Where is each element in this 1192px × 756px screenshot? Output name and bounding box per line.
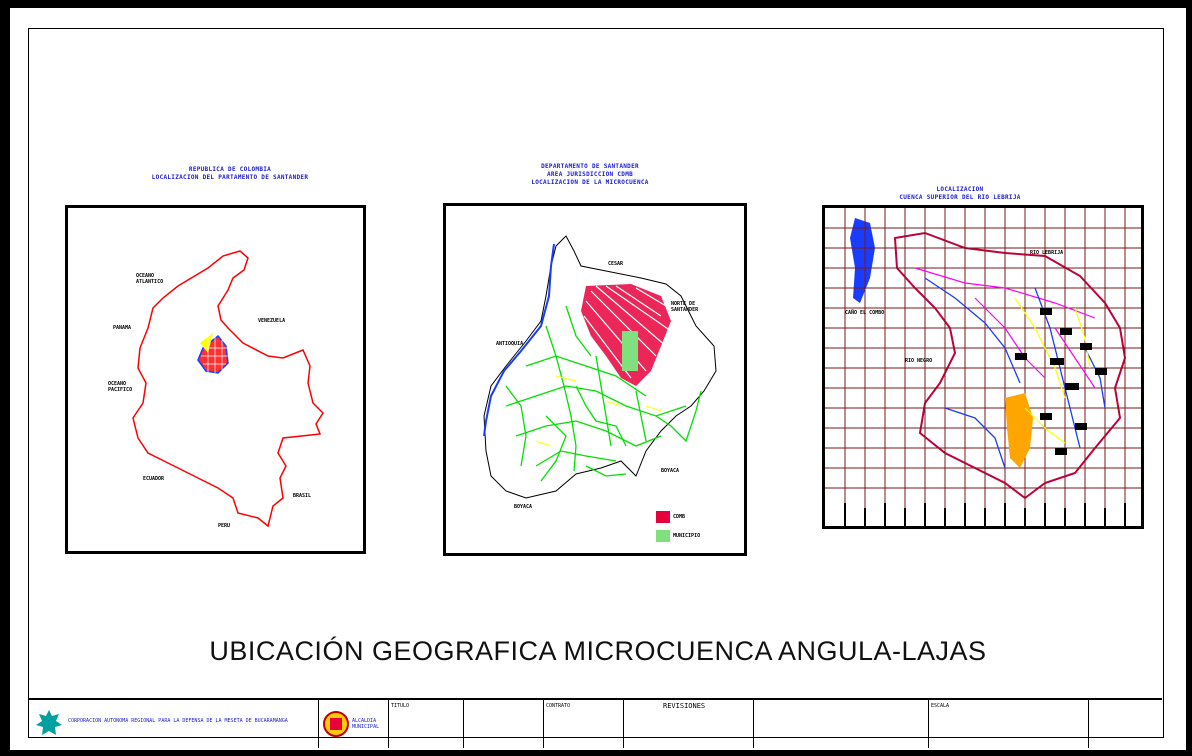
santander-highlight — [197, 333, 229, 374]
tb-logo-cell: ALCALDIA MUNICIPAL — [318, 700, 389, 748]
label-brasil: BRASIL — [293, 493, 312, 499]
label-ecuador: ECUADOR — [143, 476, 165, 482]
tb-revisiones-cell: REVISIONES — [623, 700, 754, 748]
santander-map: CESAR NORTE DE SANTANDER ANTIOQUIA BOYAC… — [443, 203, 747, 556]
tb-org-cell: CORPORACION AUTONOMA REGIONAL PARA LA DE… — [28, 700, 319, 748]
bottom-ticks — [844, 503, 1126, 526]
colombia-map: OCEANO ATLANTICO PANAMA VENEZUELA OCEANO… — [65, 205, 366, 554]
label-cesar: CESAR — [608, 261, 624, 267]
revisiones-label: REVISIONES — [663, 702, 706, 710]
alcaldia-text: ALCALDIA MUNICIPAL — [352, 718, 380, 730]
org-name: CORPORACION AUTONOMA REGIONAL PARA LA DE… — [68, 718, 288, 724]
label-oceano-pacifico: OCEANO PACIFICO — [108, 381, 133, 393]
drawing-sheet: REPUBLICA DE COLOMBIA LOCALIZACION DEL P… — [10, 8, 1186, 750]
legend-municipio-swatch — [656, 530, 670, 542]
legend-cdmb-label: CDMB — [673, 514, 686, 520]
label-boyaca-south: BOYACA — [514, 504, 533, 510]
tb-titulo-cell: TITULO — [388, 700, 464, 748]
panel-3-title: LOCALIZACION CUENCA SUPERIOR DEL RIO LEB… — [899, 186, 1021, 201]
tb-escala-cell: ESCALA — [928, 700, 1089, 748]
label-panama: PANAMA — [113, 325, 132, 331]
label-oceano-atlantico: OCEANO ATLANTICO — [136, 273, 164, 285]
cdmb-logo-icon — [36, 710, 62, 735]
label-norte-de-santander: NORTE DE SANTANDER — [671, 301, 699, 313]
contrato-label: CONTRATO — [546, 703, 571, 709]
panel-1-title: REPUBLICA DE COLOMBIA LOCALIZACION DEL P… — [151, 166, 309, 181]
label-peru: PERU — [218, 523, 231, 529]
cuenca-grid — [825, 208, 1141, 526]
main-title: UBICACIÓN GEOGRAFICA MICROCUENCA ANGULA-… — [209, 636, 987, 666]
orange-zone — [1005, 393, 1033, 468]
legend-cdmb-swatch — [656, 511, 670, 523]
magdalena-river — [483, 243, 555, 437]
legend-municipio-label: MUNICIPIO — [673, 533, 701, 539]
escala-label: ESCALA — [931, 703, 950, 709]
west-lake — [850, 218, 875, 303]
label-venezuela: VENEZUELA — [258, 318, 286, 324]
titulo-label: TITULO — [391, 703, 410, 709]
panel-2-title: DEPARTAMENTO DE SANTANDER AREA JURISDICC… — [531, 163, 649, 186]
label-cano-el-combo: CAÑO EL COMBO — [845, 310, 885, 316]
alcaldia-seal-icon — [323, 711, 349, 737]
tb-notes-cell — [753, 700, 929, 748]
cuenca-map: RIO LEBRIJA CAÑO EL COMBO RIO NEGRO — [822, 205, 1144, 529]
road-network — [505, 305, 702, 482]
label-rio-negro: RIO NEGRO — [905, 358, 933, 364]
tb-contrato-cell: CONTRATO — [543, 700, 624, 748]
colombia-outline — [132, 250, 324, 528]
label-boyaca-east: BOYACA — [661, 468, 680, 474]
label-antioquia: ANTIOQUIA — [496, 341, 524, 347]
municipio-zone — [622, 331, 638, 371]
title-block: CORPORACION AUTONOMA REGIONAL PARA LA DE… — [28, 698, 1162, 748]
santander-outline — [483, 235, 717, 499]
tb-legend-cell — [1088, 700, 1162, 748]
label-rio-lebrija: RIO LEBRIJA — [1030, 250, 1064, 256]
inner-frame — [28, 28, 1164, 738]
tb-info-cell — [463, 700, 544, 748]
